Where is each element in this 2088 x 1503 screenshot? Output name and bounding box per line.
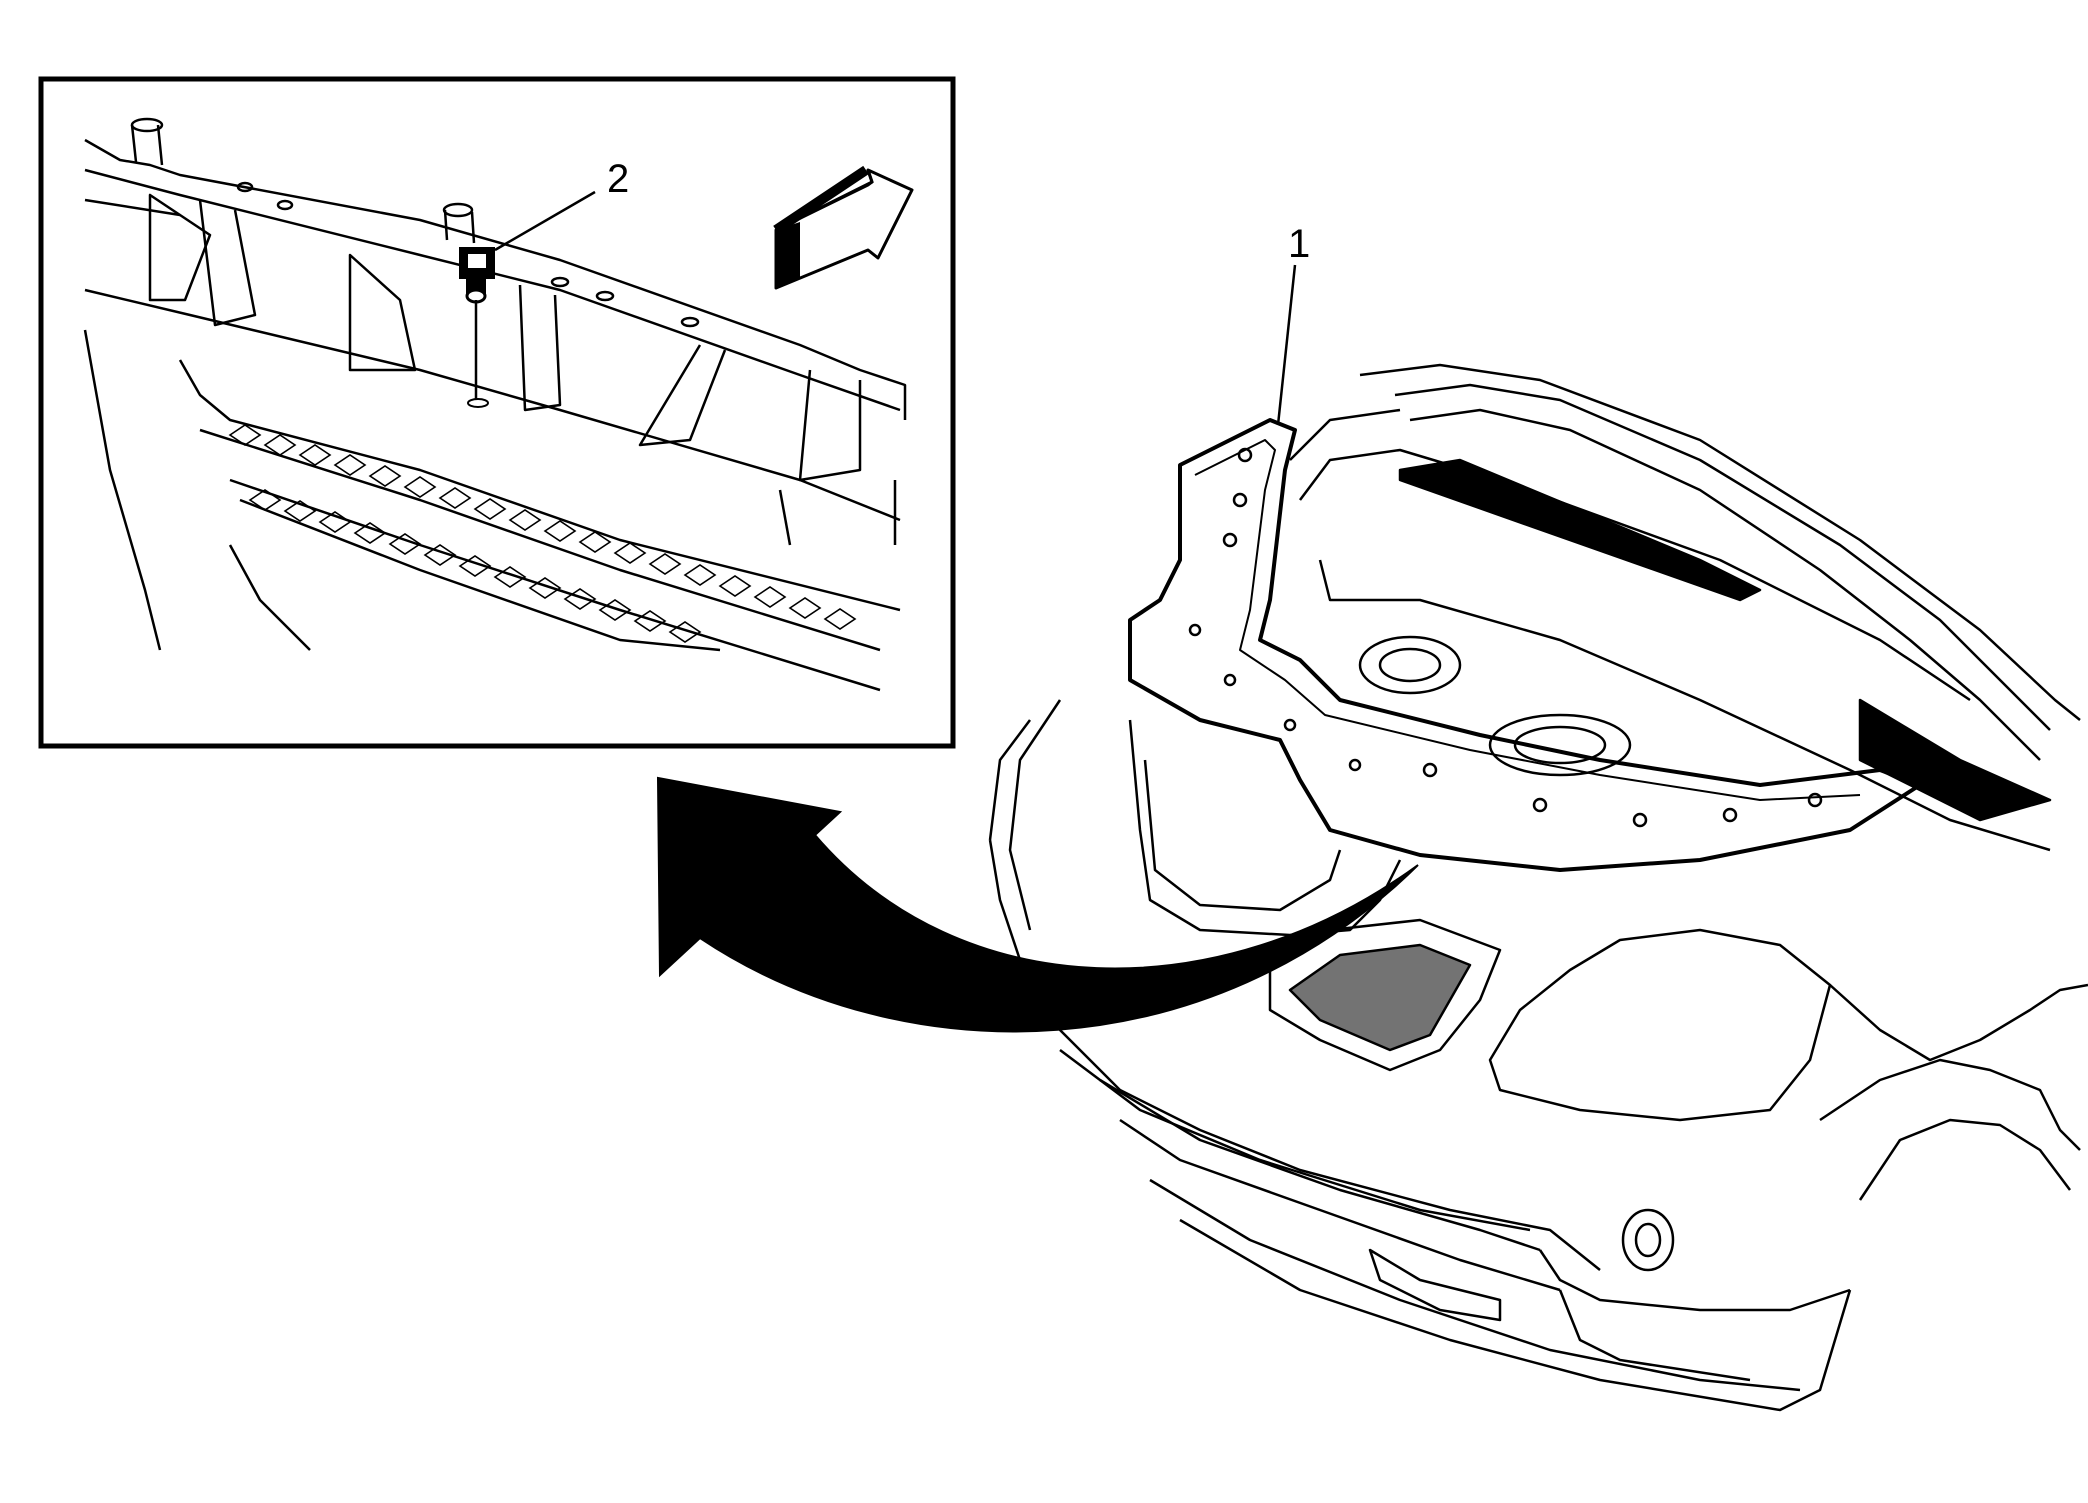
vehicle-front-end bbox=[988, 363, 2088, 1412]
leader-line-2 bbox=[494, 190, 596, 252]
inset-frame bbox=[38, 76, 956, 749]
fastener-part bbox=[459, 247, 495, 408]
callout-1-label: 1 bbox=[1288, 222, 1310, 266]
grille-detail bbox=[83, 117, 907, 692]
detail-inset: 2 bbox=[38, 76, 956, 749]
callout-2-label: 2 bbox=[607, 157, 629, 201]
grille-mesh bbox=[228, 424, 857, 643]
direction-arrow-icon bbox=[773, 165, 914, 290]
leader-line-1 bbox=[1276, 264, 1297, 426]
curved-reference-arrow bbox=[656, 776, 1419, 1033]
